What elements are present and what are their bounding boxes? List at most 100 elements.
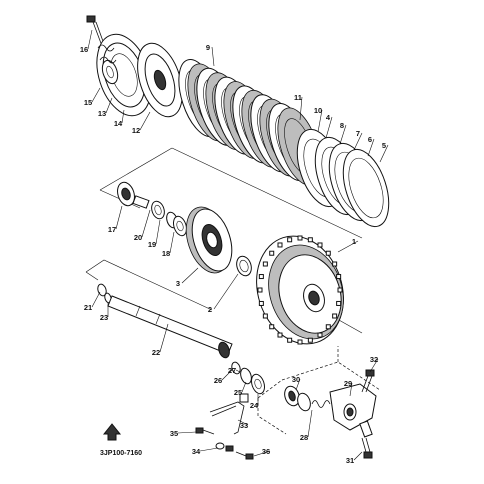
gear-tooth	[269, 250, 275, 256]
gear-tooth	[337, 287, 343, 293]
callout-16: 16	[80, 45, 88, 54]
gear-tooth	[317, 242, 323, 248]
bolt-32	[361, 369, 375, 393]
gear-tooth	[258, 274, 264, 280]
callout-28: 28	[300, 433, 308, 442]
leader-line-4	[325, 116, 333, 139]
leader-line-29	[349, 382, 353, 397]
callout-24: 24	[250, 401, 259, 410]
leader-line-8	[339, 124, 347, 145]
gear-tooth	[297, 339, 303, 345]
gear-tooth	[336, 300, 342, 306]
gear-tooth	[269, 324, 275, 330]
leader-line-6	[367, 138, 375, 157]
callout-11: 11	[294, 93, 302, 102]
leader-line-12	[139, 111, 151, 131]
leader-line-1	[337, 240, 359, 253]
leader-line-27	[235, 369, 241, 373]
gear-tooth	[287, 237, 293, 243]
callout-2: 2	[208, 305, 212, 314]
callout-27: 27	[228, 366, 236, 375]
leader-line-3	[181, 267, 199, 284]
leader-line-13	[105, 97, 113, 114]
bolts-34-36	[195, 427, 254, 460]
leader-line-31	[353, 451, 363, 461]
gear-tooth	[277, 332, 283, 338]
housing-gear-teeth	[257, 235, 343, 345]
leader-line-10	[317, 109, 323, 133]
seal-spring-group-28-30	[284, 385, 331, 412]
clutch-housing-1	[256, 235, 344, 345]
callout-leader-lines	[87, 29, 389, 461]
gear-tooth	[325, 250, 331, 256]
leader-line-32	[369, 358, 379, 373]
gear-tooth	[277, 242, 283, 248]
leader-line-28	[307, 409, 313, 438]
leader-line-36	[253, 450, 271, 457]
gear-tooth	[307, 237, 313, 243]
callout-14: 14	[114, 119, 123, 128]
gear-tooth	[257, 287, 263, 293]
cable-bracket-33	[209, 393, 249, 435]
leader-line-18	[169, 231, 175, 254]
gear-tooth	[297, 235, 303, 241]
callout-15: 15	[84, 98, 92, 107]
callout-1: 1	[352, 237, 356, 246]
callout-20: 20	[134, 233, 142, 242]
callout-5: 5	[382, 141, 386, 150]
bolt-16	[86, 15, 105, 47]
bearing-group-24-27	[231, 361, 265, 395]
leader-line-30	[295, 378, 301, 391]
orientation-arrow-icon	[102, 423, 122, 441]
leader-line-25	[241, 381, 247, 393]
diagram-code: 3JP100-7160	[100, 450, 142, 457]
leader-line-5	[379, 144, 389, 163]
push-lever-29	[329, 383, 377, 438]
callout-4: 4	[326, 113, 331, 122]
primary-gear-3	[185, 206, 233, 274]
leader-line-35	[177, 431, 197, 434]
leader-line-9	[211, 46, 215, 67]
leader-line-2	[213, 273, 239, 310]
callout-7: 7	[356, 129, 360, 138]
gear-tooth	[307, 337, 313, 343]
callout-34: 34	[192, 447, 201, 456]
callout-17: 17	[108, 225, 116, 234]
callout-8: 8	[340, 121, 344, 130]
callout-3: 3	[176, 279, 180, 288]
leader-line-19	[155, 219, 161, 245]
leader-line-15	[91, 87, 101, 103]
leader-line-21	[91, 291, 101, 308]
callout-35: 35	[170, 429, 178, 438]
callout-6: 6	[368, 135, 372, 144]
leader-line-17	[115, 205, 123, 230]
callout-labels: 1234567891011121314151617181920212223242…	[80, 43, 386, 465]
callout-25: 25	[234, 388, 242, 397]
callout-31: 31	[346, 456, 354, 465]
gear-tooth	[332, 261, 338, 267]
leader-line-33	[237, 419, 249, 426]
callout-29: 29	[344, 379, 352, 388]
gear-tooth	[262, 261, 268, 267]
gear-tooth	[317, 332, 323, 338]
callout-22: 22	[152, 348, 160, 357]
callout-36: 36	[262, 447, 270, 456]
gear-tooth	[287, 337, 293, 343]
gear-tooth	[336, 274, 342, 280]
callout-12: 12	[132, 126, 140, 135]
callout-13: 13	[98, 109, 106, 118]
callout-33: 33	[240, 421, 248, 430]
friction-plates-right	[296, 128, 390, 228]
leader-line-11	[299, 96, 303, 121]
leader-line-26	[221, 369, 233, 381]
gear-tooth	[262, 313, 268, 319]
push-rod-22	[107, 295, 233, 359]
callout-9: 9	[206, 43, 210, 52]
bolt-31	[361, 437, 373, 459]
gear-tooth	[332, 313, 338, 319]
callout-18: 18	[162, 249, 170, 258]
leader-line-20	[141, 209, 151, 238]
leader-line-7	[353, 132, 363, 151]
